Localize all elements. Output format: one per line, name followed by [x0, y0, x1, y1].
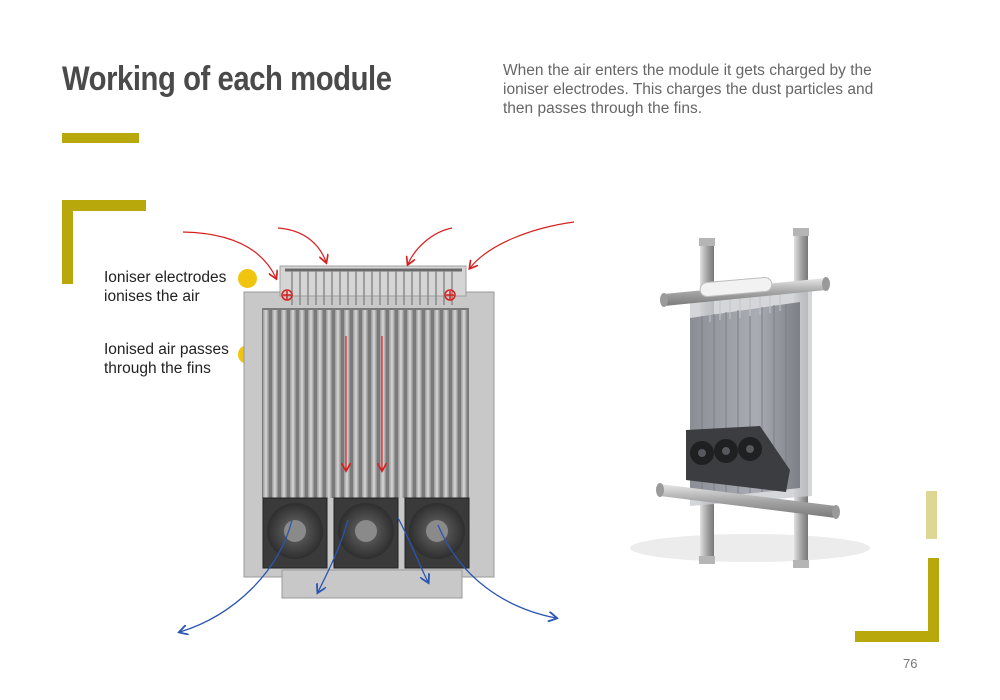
callout-fins-line2: through the fins — [104, 360, 211, 377]
heat-sink-fins — [262, 308, 469, 498]
page-title: Working of each module — [62, 60, 392, 98]
callout-ioniser-label: Ioniser electrodes ionises the air — [104, 268, 226, 306]
outflow-arrows — [180, 517, 556, 632]
callout-ioniser-line2: ionises the air — [104, 288, 200, 305]
callout-fins-label: Ionised air passes through the fins — [104, 340, 229, 378]
electrode-plus-markers — [281, 289, 456, 301]
accent-bar-light — [926, 491, 937, 539]
ioniser-electrodes — [285, 268, 462, 305]
fans — [262, 497, 470, 569]
inflow-arrows — [182, 221, 575, 470]
title-underline-accent — [62, 133, 139, 143]
callout-ioniser-line1: Ioniser electrodes — [104, 269, 227, 286]
corner-bracket-bottom-right — [855, 558, 939, 642]
corner-bracket-top-left — [62, 200, 146, 284]
page-number: 76 — [903, 656, 918, 671]
intro-paragraph: When the air enters the module it gets c… — [503, 62, 874, 117]
callout-ioniser-dot — [238, 269, 257, 288]
callout-fins-line1: Ionised air passes — [104, 341, 229, 358]
